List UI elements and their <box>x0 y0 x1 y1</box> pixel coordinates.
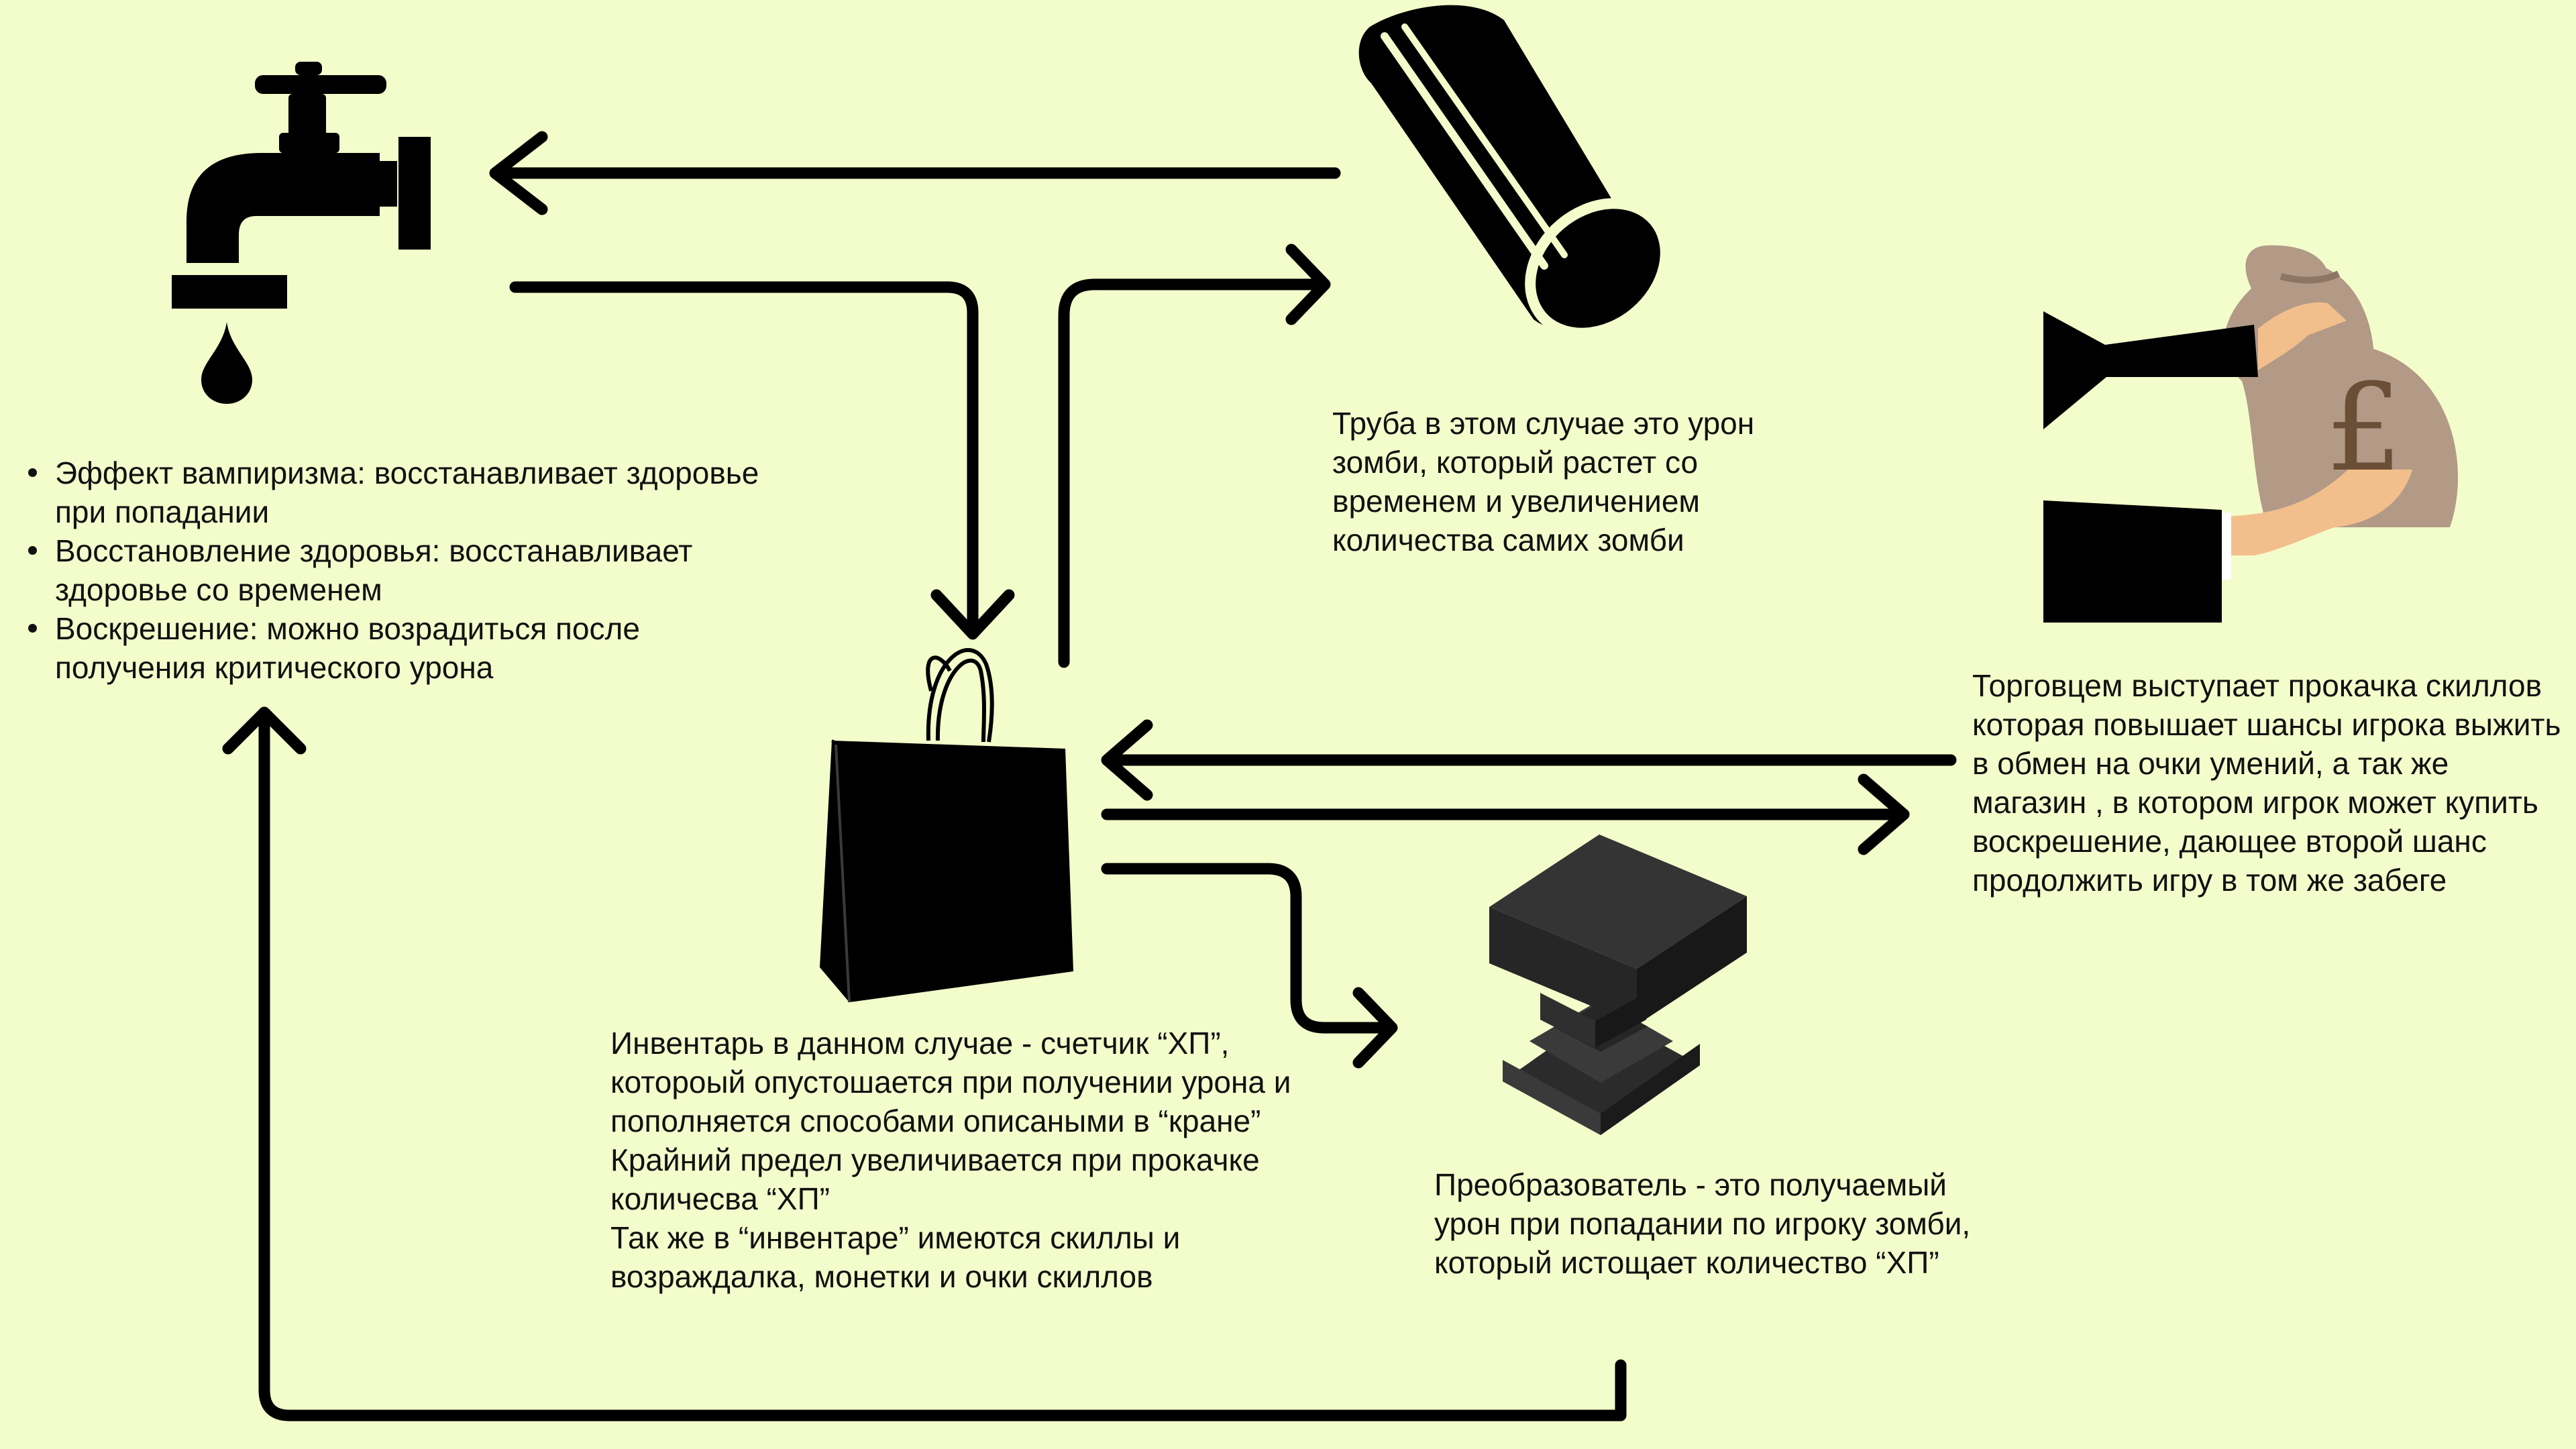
inventory-line-contents: Так же в “инвентаре” имеются скиллы и во… <box>610 1220 1181 1294</box>
arrow-tap-to-bag <box>509 281 1015 640</box>
pipe-icon <box>1358 5 1671 339</box>
inventory-line-limit: Крайний предел увеличивается при прокачк… <box>610 1142 1260 1216</box>
arrow-converter-to-tap <box>222 706 1627 1421</box>
arrow-bag-to-trader <box>1101 773 1910 855</box>
tap-bullet-vampirism: Эффект вампиризма: восстанавливает здоро… <box>23 453 781 531</box>
inventory-description: Инвентарь в данном случае - счетчик “ХП”… <box>610 1024 1322 1296</box>
shopping-bag-icon <box>820 648 1073 1003</box>
water-tap-icon <box>172 62 431 404</box>
money-bag-hands-icon: £ <box>2043 245 2459 623</box>
tap-bullet-regeneration: Восстановление здоровья: восстанавливает… <box>23 531 781 609</box>
arrow-pipe-to-tap <box>489 131 1341 215</box>
tap-bullet-resurrection: Воскрешение: можно возрадиться после пол… <box>23 609 781 687</box>
arrow-bag-to-converter <box>1101 863 1398 1069</box>
arrow-trader-to-bag <box>1101 719 1957 801</box>
converter-description: Преобразователь - это получаемый урон пр… <box>1434 1167 1971 1280</box>
inventory-line-hp-counter: Инвентарь в данном случае - счетчик “ХП”… <box>610 1026 1291 1138</box>
trader-description: Торговцем выступает прокачка скиллов кот… <box>1972 668 2561 898</box>
tap-description-list: Эффект вампиризма: восстанавливает здоро… <box>23 453 781 687</box>
anvil-icon <box>1489 835 1747 1135</box>
pipe-description: Труба в этом случае это урон зомби, кото… <box>1332 406 1755 557</box>
arrow-bag-to-pipe <box>1058 244 1331 668</box>
